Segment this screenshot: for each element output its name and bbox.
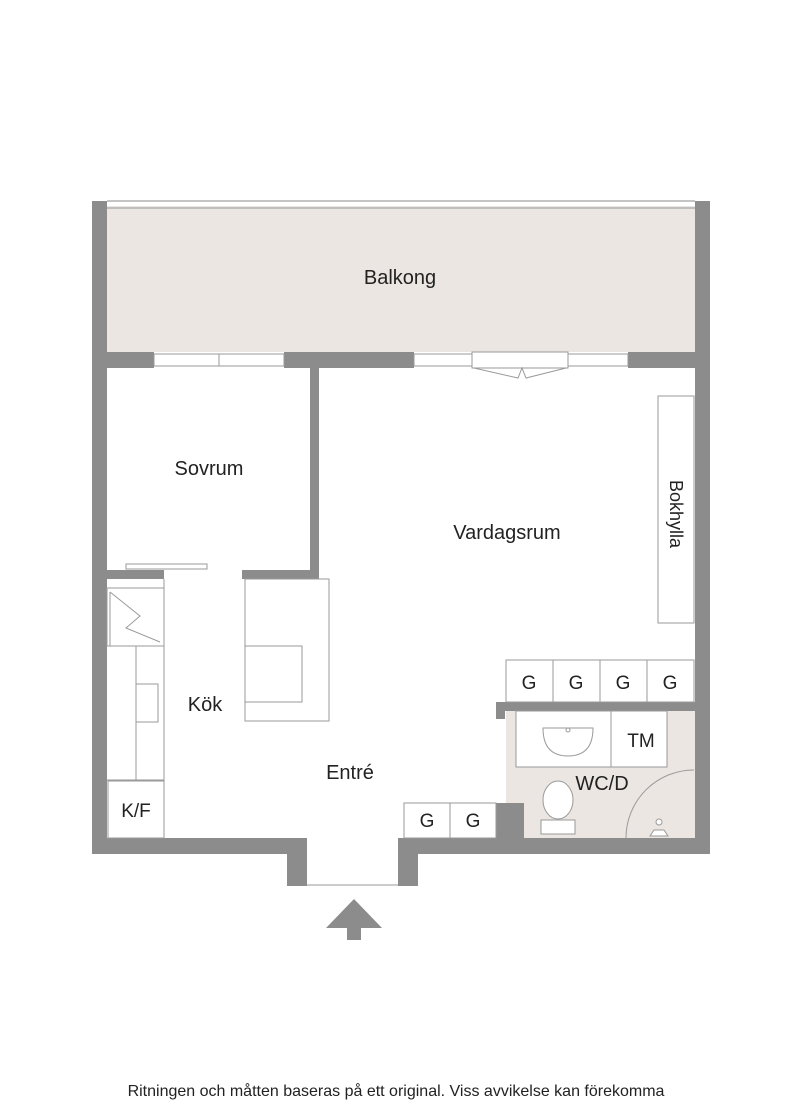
wardrobe-label: G [420,811,435,832]
shower-icon [625,769,695,839]
wardrobes-living-room [505,659,695,703]
bedroom-label: Sovrum [175,458,244,480]
wardrobes-entrance [403,802,497,839]
entrance-arrow-icon [326,899,382,940]
wardrobe-label: G [663,673,678,694]
wardrobe-label: G [466,811,481,832]
balcony-label: Balkong [364,267,436,289]
bookshelf-label: Bokhylla [666,480,686,549]
toilet-icon [542,780,574,820]
fridge-freezer [107,780,165,839]
entrance-label: Entré [326,762,374,784]
windows [153,353,629,367]
balcony-door [471,351,569,379]
fridge-freezer-label: K/F [121,801,151,822]
washing-machine-label: TM [627,731,654,752]
bathroom-label: WC/D [575,773,628,795]
living-room-label: Vardagsrum [453,522,560,544]
sofa [244,578,330,722]
outer-walls [92,201,710,886]
bathroom-fixtures [515,710,695,839]
disclaimer-text: Ritningen och måtten baseras på ett orig… [127,1083,665,1100]
wardrobe-label: G [569,673,584,694]
interior-walls [107,368,695,719]
bookshelf [657,395,695,624]
balcony-wall [107,352,695,368]
bathroom-wall-nook [496,803,524,838]
wardrobe-label: G [616,673,631,694]
bedroom-sliding-door [125,563,208,570]
sink-icon [542,727,594,757]
balcony-area [107,206,695,352]
kitchen-label: Kök [188,694,223,716]
wardrobe-label: G [522,673,537,694]
